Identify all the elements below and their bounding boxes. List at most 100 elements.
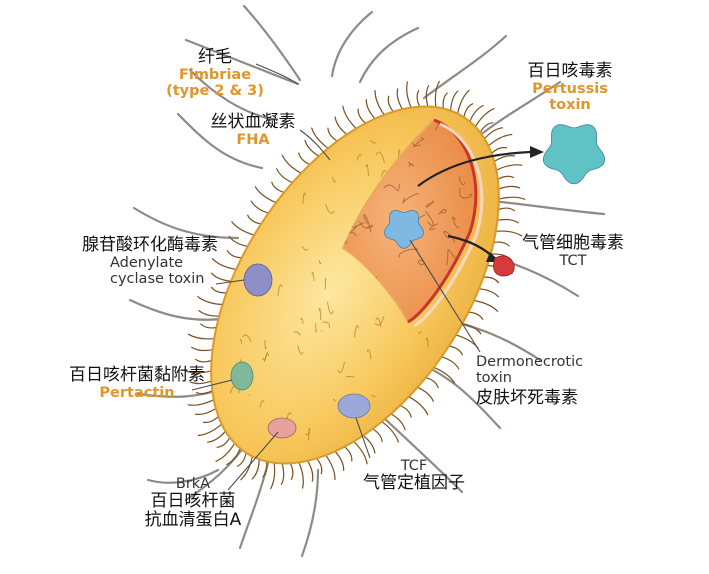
fimbria-hair-31 xyxy=(196,409,216,415)
surface-strand-47 xyxy=(346,376,354,377)
tct-en: TCT xyxy=(508,253,638,269)
flagellum-16 xyxy=(482,200,604,214)
fimbria-hair-17 xyxy=(299,462,303,488)
fimbriae-en: Fimbriae xyxy=(160,67,270,83)
tct-cn: 气管细胞毒素 xyxy=(508,234,638,253)
fha-label: 丝状血凝素 FHA xyxy=(198,113,308,148)
fimbria-hair-42 xyxy=(212,287,227,292)
fimbriae-cn: 纤毛 xyxy=(160,48,270,67)
fimbria-hair-74 xyxy=(475,109,494,127)
fimbria-hair-18 xyxy=(290,463,293,479)
fimbria-hair-16 xyxy=(308,461,313,481)
fimbria-hair-56 xyxy=(312,128,328,148)
dermonecrotic-toxin-label: Dermonecrotic toxin 皮肤坏死毒素 xyxy=(476,354,583,409)
fimbria-hair-50 xyxy=(255,187,276,203)
secretion-arrowhead xyxy=(530,146,544,158)
dermonecrotic-en-2: toxin xyxy=(476,370,583,386)
fimbria-hair-62 xyxy=(375,91,384,115)
dermonecrotic-en-1: Dermonecrotic xyxy=(476,354,583,370)
fimbria-hair-65 xyxy=(407,82,411,108)
fimbria-hair-59 xyxy=(343,106,356,128)
fimbria-hair-92 xyxy=(474,301,498,312)
fimbria-hair-81 xyxy=(498,176,514,179)
fimbria-hair-26 xyxy=(216,443,235,461)
fimbria-hair-49 xyxy=(251,201,268,213)
fha-en: FHA xyxy=(198,132,308,148)
fimbria-hair-90 xyxy=(484,277,499,282)
fimbria-hair-20 xyxy=(271,463,275,489)
fimbria-hair-36 xyxy=(196,359,212,362)
adenylate-en-2: cyclase toxin xyxy=(110,271,218,287)
fimbria-hair-91 xyxy=(479,289,498,297)
fimbria-hair-79 xyxy=(494,156,514,162)
fimbria-hair-71 xyxy=(458,90,470,113)
fimbria-hair-66 xyxy=(417,91,420,107)
fimbria-hair-87 xyxy=(494,242,510,246)
fimbria-hair-58 xyxy=(335,117,347,135)
fimbria-hair-82 xyxy=(499,186,520,189)
brka-cn-2: 抗血清蛋白A xyxy=(128,511,258,530)
tcf-cn: 气管定植因子 xyxy=(354,474,474,493)
adenylate-cyclase-label: 腺苷酸环化酶毒素 Adenylate cyclase toxin xyxy=(82,236,218,288)
dermonecrotic-cn: 皮肤坏死毒素 xyxy=(476,389,583,408)
brka-cn-1: 百日咳杆菌 xyxy=(128,492,258,511)
flagellum-3 xyxy=(360,28,418,82)
fimbria-hair-37 xyxy=(192,347,213,350)
fimbria-hair-19 xyxy=(281,463,283,484)
adenylate-cn: 腺苷酸环化酶毒素 xyxy=(82,236,218,255)
tcf-protein xyxy=(338,394,370,418)
fimbria-hair-68 xyxy=(435,81,439,107)
fimbria-hair-51 xyxy=(272,182,284,192)
fimbria-hair-77 xyxy=(488,135,512,146)
adenylate-cyclase-protein xyxy=(244,264,272,296)
fimbria-hair-95 xyxy=(456,335,478,348)
fha-cn: 丝状血凝素 xyxy=(198,113,308,132)
fimbria-hair-5 xyxy=(409,397,428,415)
fimbria-hair-6 xyxy=(400,406,411,418)
fimbria-hair-28 xyxy=(208,431,226,442)
fimbria-hair-38 xyxy=(189,334,215,339)
pertussis-en-2: toxin xyxy=(510,97,630,113)
fimbria-hair-4 xyxy=(418,387,434,401)
fimbria-hair-3 xyxy=(426,378,438,388)
brka-en: BrkA xyxy=(128,476,258,492)
fimbria-hair-12 xyxy=(344,447,351,461)
fimbria-hair-64 xyxy=(397,89,402,109)
fimbria-hair-27 xyxy=(217,438,230,448)
tcf-en: TCF xyxy=(354,458,474,474)
fimbria-hair-30 xyxy=(203,417,218,423)
pertactin-label: 百日咳杆菌黏附素 Pertactin xyxy=(52,366,222,401)
tcf-label: TCF 气管定植因子 xyxy=(354,458,474,493)
fimbria-hair-40 xyxy=(199,311,219,316)
fimbria-hair-39 xyxy=(201,324,217,328)
fimbria-hair-53 xyxy=(282,155,301,173)
fimbria-hair-80 xyxy=(496,165,522,170)
fimbria-hair-85 xyxy=(497,219,518,222)
adenylate-en-1: Adenylate xyxy=(110,255,218,271)
fimbria-hair-0 xyxy=(449,346,462,355)
fimbria-hair-13 xyxy=(335,451,344,470)
fimbria-hair-72 xyxy=(464,104,473,118)
brka-label: BrkA 百日咳杆菌 抗血清蛋白A xyxy=(128,476,258,530)
tct-label: 气管细胞毒素 TCT xyxy=(508,234,638,269)
fimbria-hair-63 xyxy=(388,96,393,111)
pertussis-toxin-blob xyxy=(543,125,604,184)
flagellum-7 xyxy=(130,300,230,320)
fimbriae-label: 纤毛 Fimbriae (type 2 & 3) xyxy=(160,48,270,100)
fimbria-hair-48 xyxy=(248,215,261,224)
fimbria-hair-9 xyxy=(373,429,383,442)
fimbria-hair-57 xyxy=(328,128,338,141)
pertussis-toxin-label: 百日咳毒素 Pertussis toxin xyxy=(510,62,630,114)
surface-strand-30 xyxy=(329,326,330,328)
fimbria-hair-29 xyxy=(198,424,222,435)
fimbria-hair-21 xyxy=(263,461,267,477)
pertactin-cn: 百日咳杆菌黏附素 xyxy=(52,366,222,385)
fimbria-hair-54 xyxy=(299,153,310,165)
fimbria-hair-93 xyxy=(468,312,482,319)
fimbria-hair-41 xyxy=(198,297,223,305)
flagellum-6 xyxy=(134,208,238,238)
fimbria-hair-52 xyxy=(277,169,293,183)
fimbria-hair-47 xyxy=(232,222,254,235)
brka-protein xyxy=(268,418,296,438)
fimbria-hair-60 xyxy=(358,109,365,123)
